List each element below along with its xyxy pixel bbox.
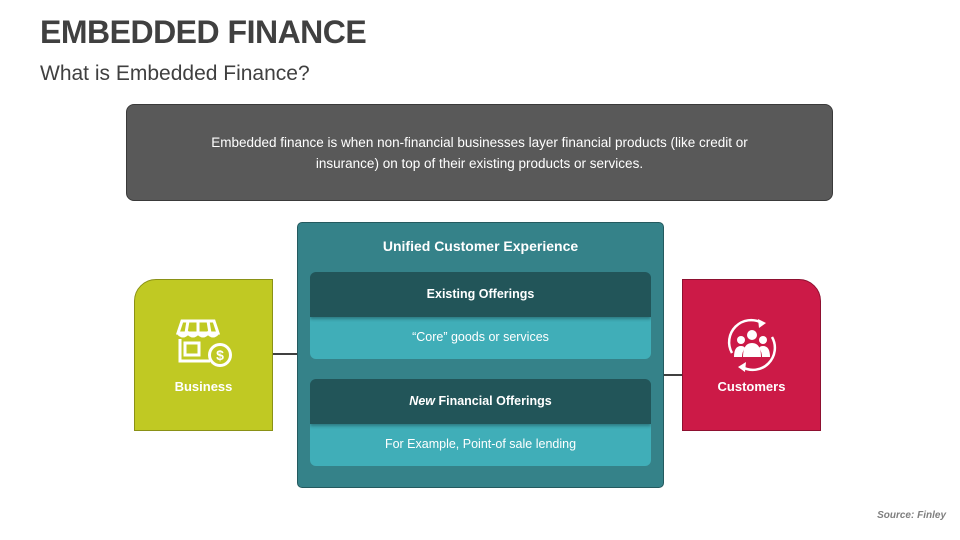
svg-text:$: $ — [216, 347, 224, 363]
customers-box: Customers — [682, 279, 821, 431]
existing-offerings-card: Existing Offerings “Core” goods or servi… — [310, 272, 651, 359]
source-note: Source: Finley — [877, 510, 946, 521]
unified-experience-box: Unified Customer Experience Existing Off… — [297, 222, 664, 488]
new-financial-offerings-description: For Example, Point-of sale lending — [310, 424, 651, 466]
new-emphasis: New — [409, 394, 435, 408]
connector-left — [273, 353, 298, 355]
definition-text: Embedded finance is when non-financial b… — [211, 134, 748, 171]
connector-right — [663, 374, 683, 376]
customers-label: Customers — [717, 378, 786, 394]
page-title: EMBEDDED FINANCE — [40, 14, 367, 50]
page-subtitle: What is Embedded Finance? — [40, 62, 310, 85]
storefront-dollar-icon: $ — [175, 319, 232, 367]
customers-cycle-icon — [727, 318, 776, 372]
definition-box: Embedded finance is when non-financial b… — [126, 104, 833, 201]
new-financial-offerings-card: New Financial Offerings For Example, Poi… — [310, 379, 651, 466]
new-financial-offerings-heading: New Financial Offerings — [310, 379, 651, 424]
business-box: $ Business — [134, 279, 273, 431]
existing-offerings-heading: Existing Offerings — [310, 272, 651, 317]
business-label: Business — [174, 378, 233, 394]
existing-offerings-description: “Core” goods or services — [310, 317, 651, 359]
unified-experience-title: Unified Customer Experience — [382, 238, 579, 254]
